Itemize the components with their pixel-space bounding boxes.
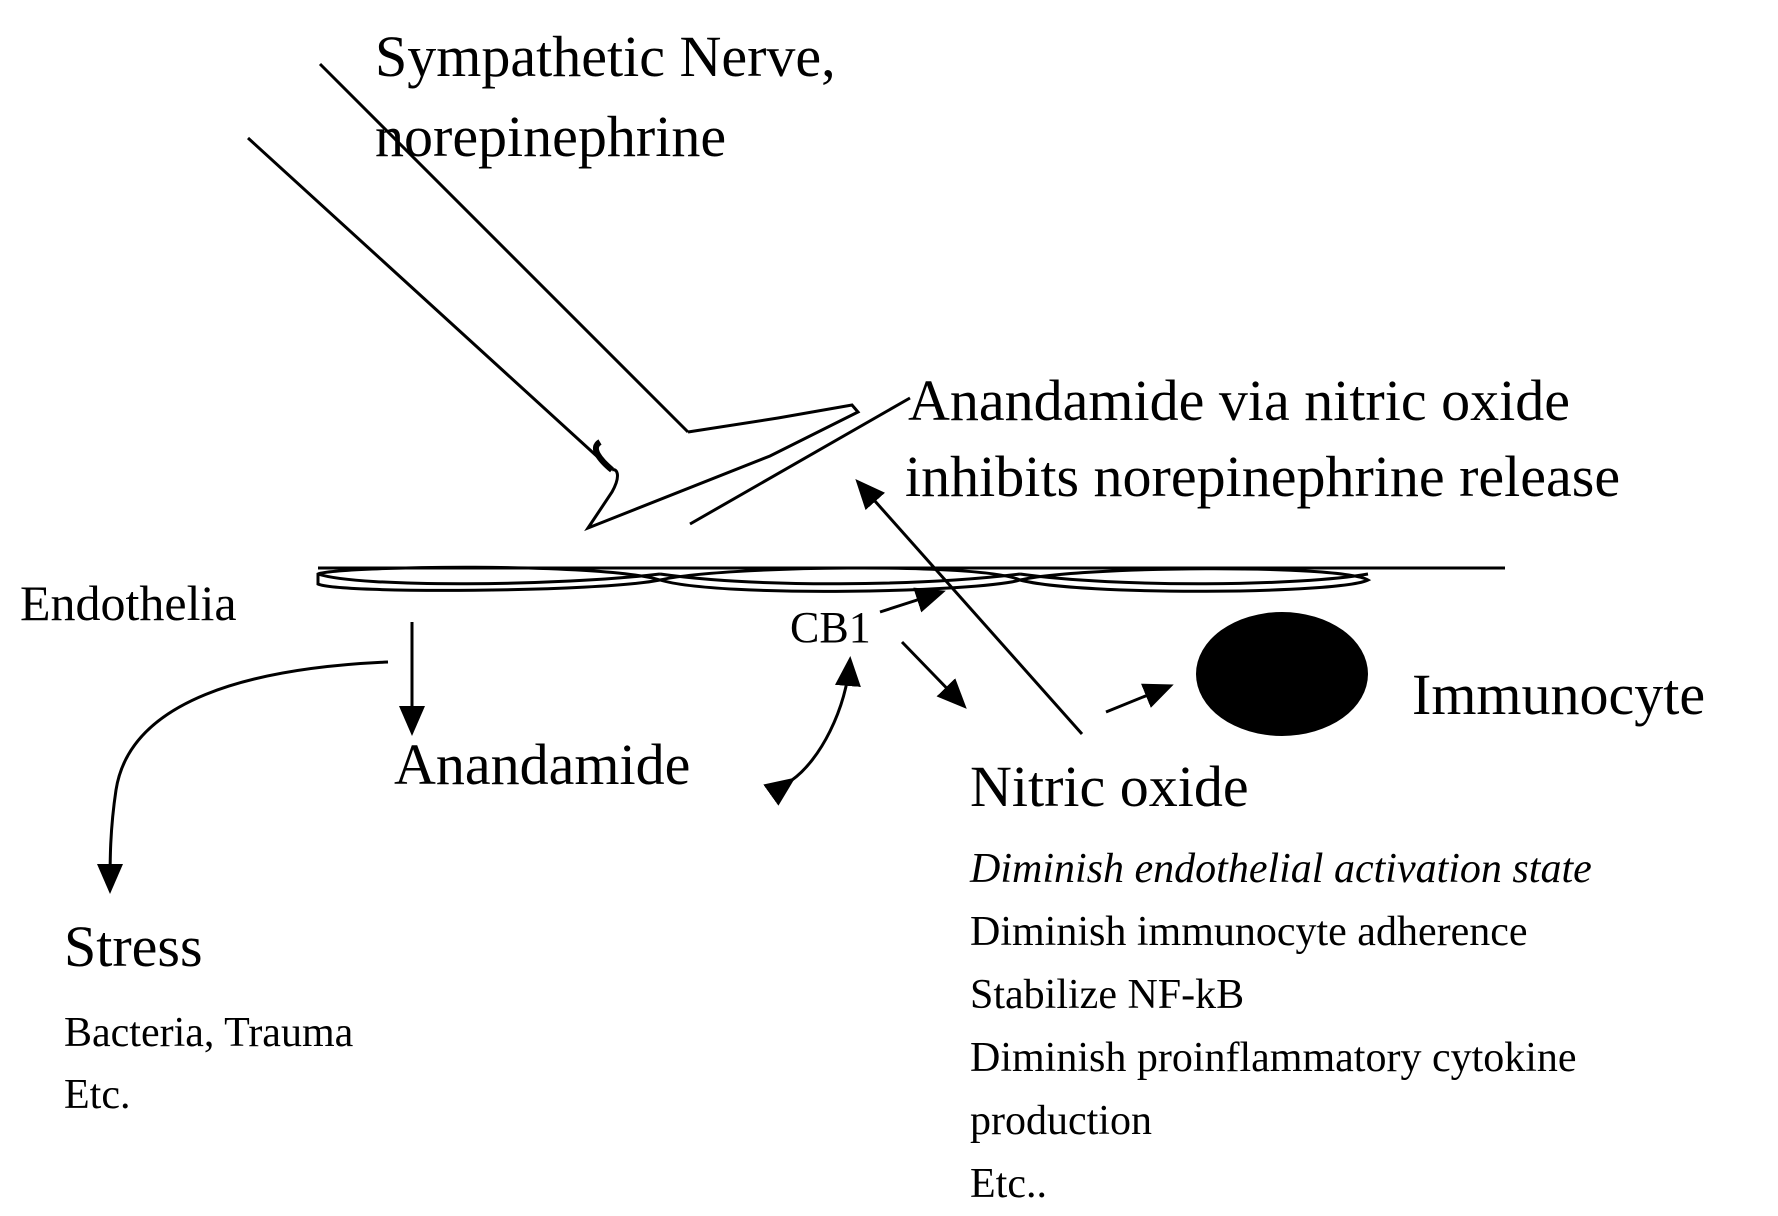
nerve-label-line2: norepinephrine [375,108,726,166]
endothelial-layer [318,567,1505,591]
cb1-label: CB1 [790,606,871,650]
inhibit-label-line1: Anandamide via nitric oxide [908,372,1570,430]
effect-item: Diminish endothelial activation state [970,838,1592,901]
effect-item: Diminish proinflammatory cytokine [970,1027,1592,1090]
arrow-anandamide-cb1 [792,660,850,780]
immunocyte-label: Immunocyte [1412,666,1705,724]
stress-causes-list: Bacteria, Trauma Etc. [64,1002,353,1126]
arrow-nitric-oxide-to-immunocyte [1106,686,1170,712]
nitric-oxide-label: Nitric oxide [970,758,1249,816]
inhibit-label-line2: inhibits norepinephrine release [905,448,1620,506]
endothelia-label: Endothelia [20,578,237,628]
nerve-label-line1: Sympathetic Nerve, [375,28,836,86]
immunocyte-cell [1196,612,1368,736]
stress-cause-item: Etc. [64,1064,353,1126]
effect-item: Stabilize NF-kB [970,964,1592,1027]
diagram-canvas: Sympathetic Nerve, norepinephrine Ananda… [0,0,1778,1189]
arrow-to-stress [110,662,388,890]
effect-item: production [970,1090,1592,1153]
arrow-cb1-to-nitric-oxide [902,642,964,706]
nitric-oxide-effects-list: Diminish endothelial activation state Di… [970,838,1592,1216]
arrow-cb1-up [880,592,942,612]
anandamide-label: Anandamide [394,736,690,794]
effect-item: Etc.. [970,1153,1592,1216]
stress-cause-item: Bacteria, Trauma [64,1002,353,1064]
nerve-terminal [588,405,858,528]
stress-label: Stress [64,918,203,976]
effect-item: Diminish immunocyte adherence [970,901,1592,964]
